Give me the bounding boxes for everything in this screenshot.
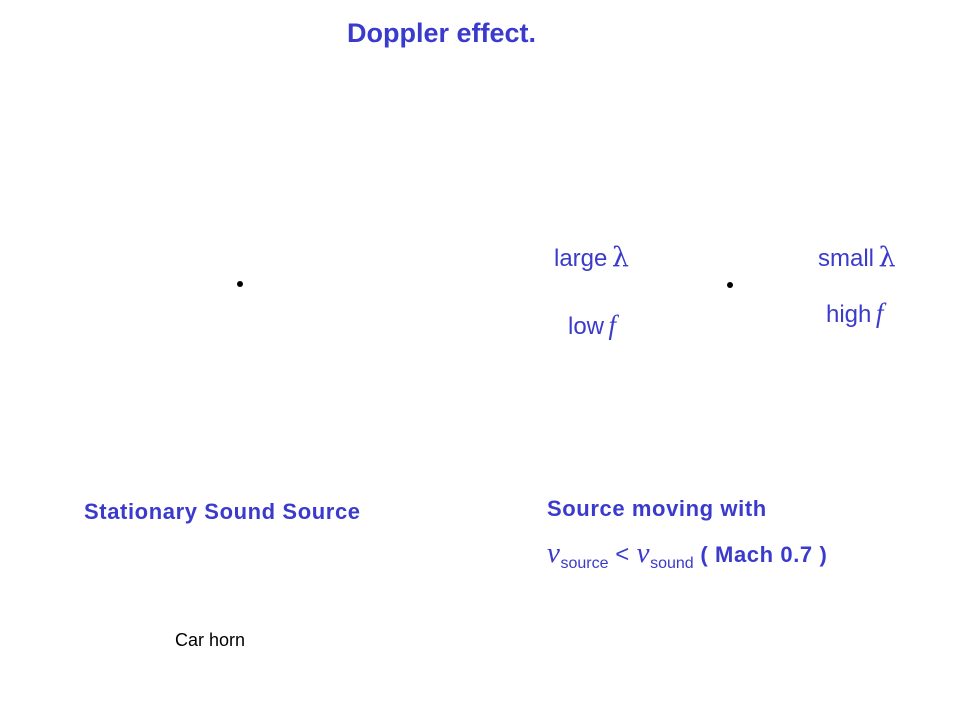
front-lambda-symbol: λ bbox=[878, 242, 896, 273]
v-sound-symbol: v bbox=[636, 537, 651, 569]
back-wavelength-label: large λ bbox=[554, 242, 629, 273]
less-than-symbol: < bbox=[615, 541, 630, 568]
v-source-symbol: v bbox=[547, 537, 561, 569]
front-f-symbol: f bbox=[875, 298, 884, 328]
moving-caption-line2: vsource < vsound ( Mach 0.7 ) bbox=[547, 537, 827, 573]
moving-source-dot bbox=[727, 282, 733, 288]
back-f-symbol: f bbox=[608, 310, 616, 340]
back-size-text: large bbox=[554, 245, 608, 272]
front-frequency-label: high f bbox=[826, 298, 883, 329]
page-title: Doppler effect. bbox=[347, 18, 537, 48]
mach-label: ( Mach 0.7 ) bbox=[700, 542, 828, 567]
car-horn-label: Car horn bbox=[175, 630, 246, 650]
front-wavelength-label: small λ bbox=[818, 242, 896, 273]
source-subscript: source bbox=[560, 555, 609, 572]
stationary-source-dot bbox=[237, 281, 243, 287]
front-size-text: small bbox=[818, 245, 875, 272]
back-frequency-label: low f bbox=[568, 310, 616, 341]
stationary-caption: Stationary Sound Source bbox=[84, 499, 361, 524]
sound-subscript: sound bbox=[650, 555, 694, 572]
front-freq-text: high bbox=[826, 301, 872, 328]
back-lambda-symbol: λ bbox=[611, 242, 629, 273]
moving-caption-line1: Source moving with bbox=[547, 496, 767, 521]
back-freq-text: low bbox=[568, 313, 605, 340]
